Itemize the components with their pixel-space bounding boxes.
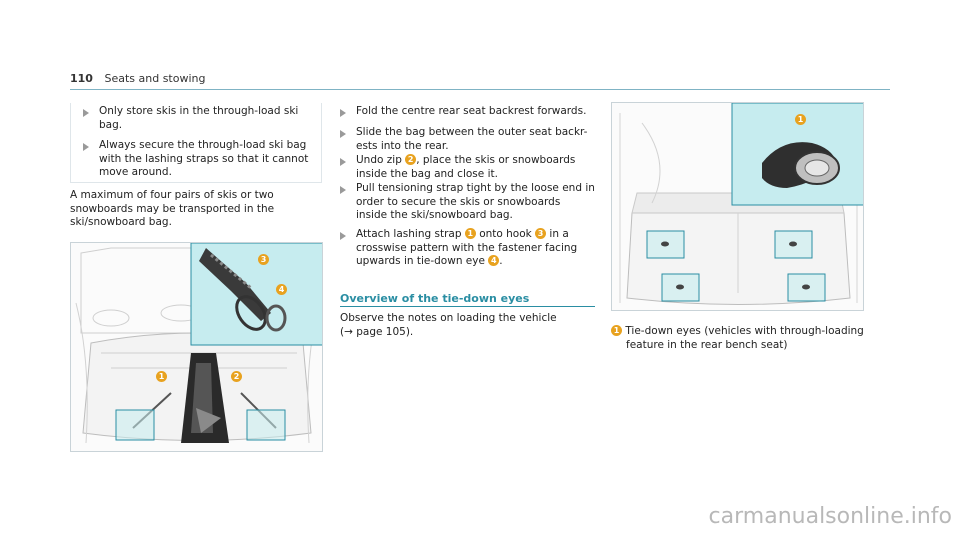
note-1: Only store skis in the through-load ski … <box>99 105 299 131</box>
page-number: 110 <box>70 72 93 85</box>
ski-bag-figure: 3 4 1 2 <box>70 242 323 452</box>
callout-2: 2 <box>405 154 417 165</box>
bullet-arrow-icon <box>83 143 89 151</box>
step-1: Fold the centre rear seat backrest forwa… <box>356 105 587 117</box>
bullet-arrow-icon <box>340 158 346 166</box>
note-2: Always secure the through-load ski bag w… <box>99 139 309 178</box>
legend-number: 1 <box>611 325 622 336</box>
bullet-arrow-icon <box>83 109 89 117</box>
callout-3: 3 <box>258 254 269 265</box>
callout-4: 4 <box>276 284 287 295</box>
capacity-paragraph: A maximum of four pairs of skis or two s… <box>70 189 275 228</box>
callout-1: 1 <box>795 114 806 125</box>
figure-legend: 1 Tie-down eyes (vehicles with through-l… <box>611 325 871 352</box>
header-rule <box>70 89 890 90</box>
callout-1: 1 <box>156 371 167 382</box>
callout-2: 2 <box>231 371 242 382</box>
step-3: Undo zip 2, place the skis or snowboards… <box>356 154 576 180</box>
section-title: Overview of the tie-down eyes <box>340 292 530 305</box>
section-text: Observe the notes on loading the vehicle… <box>340 312 557 338</box>
bullet-arrow-icon <box>340 130 346 138</box>
step-2: Slide the bag between the outer seat bac… <box>356 126 588 152</box>
section-name: Seats and stowing <box>104 72 206 85</box>
page-header: 110 Seats and stowing <box>70 72 205 85</box>
note-box <box>70 103 322 183</box>
step-4: Pull tensioning strap tight by the loose… <box>356 182 595 221</box>
bullet-arrow-icon <box>340 232 346 240</box>
bullet-arrow-icon <box>340 186 346 194</box>
callout-4: 4 <box>488 255 500 266</box>
tie-down-figure: 1 <box>611 102 864 311</box>
step-5: Attach lashing strap 1 onto hook 3 in a … <box>356 228 578 267</box>
section-rule <box>340 306 595 307</box>
bullet-arrow-icon <box>340 109 346 117</box>
callout-3: 3 <box>535 228 547 239</box>
watermark: carmanualsonline.info <box>708 504 952 529</box>
callout-1: 1 <box>464 228 476 239</box>
